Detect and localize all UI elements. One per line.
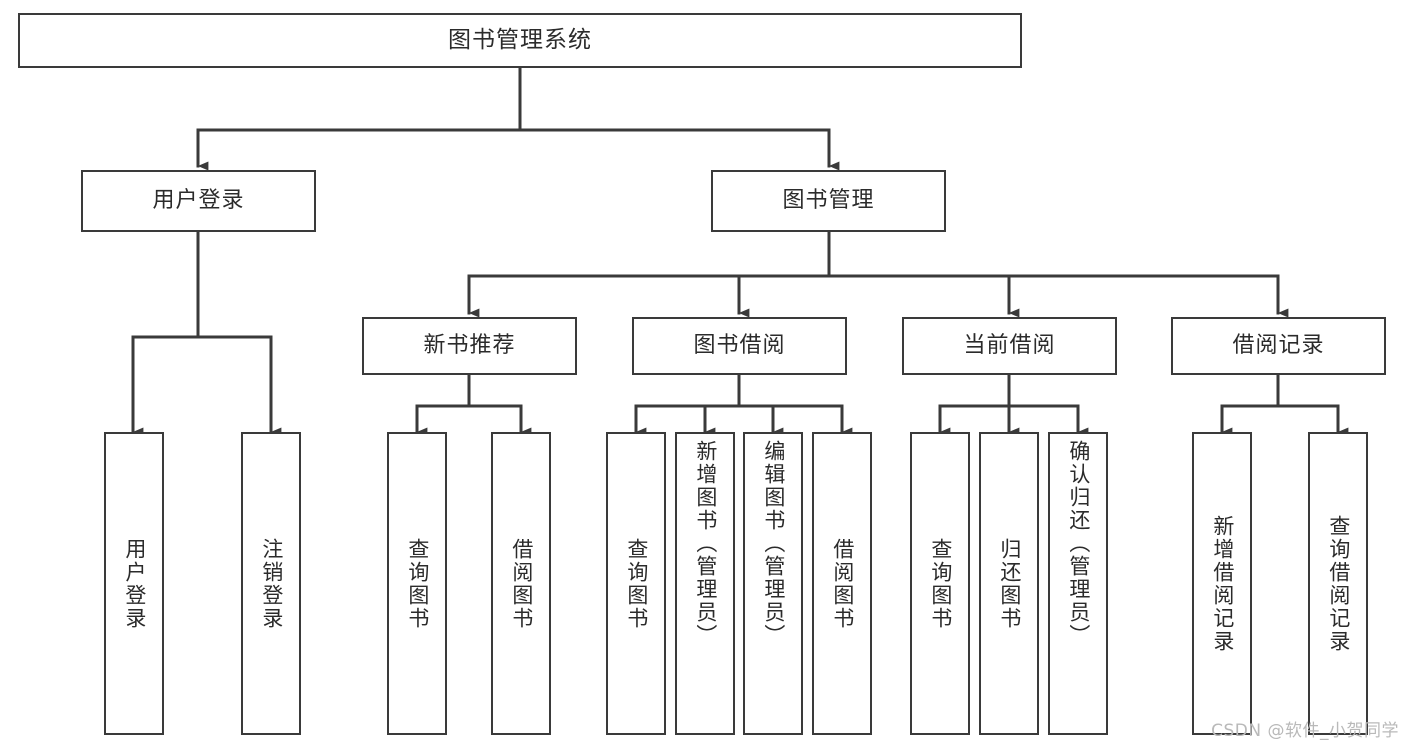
- leaf-label: 借阅图书: [830, 537, 855, 630]
- leaf-borrow-query-book[interactable]: 查询图书: [606, 432, 666, 735]
- leaf-new-book-borrow-book[interactable]: 借阅图书: [491, 432, 551, 735]
- node-label: 新书推荐: [423, 332, 516, 358]
- leaf-label: 编辑图书（管理员）: [761, 440, 786, 647]
- leaf-inner: 查询图书: [389, 434, 445, 733]
- node-new-book-recommend[interactable]: 新书推荐: [362, 317, 577, 375]
- leaf-inner: 确认归还（管理员）: [1050, 434, 1106, 739]
- leaf-inner: 查询图书: [608, 434, 664, 733]
- leaf-label: 查询借阅记录: [1326, 514, 1351, 653]
- leaf-inner: 注销登录: [243, 434, 299, 733]
- node-label: 图书管理系统: [448, 26, 592, 53]
- node-borrow-record[interactable]: 借阅记录: [1171, 317, 1386, 375]
- leaf-borrow-borrow-book[interactable]: 借阅图书: [812, 432, 872, 735]
- leaf-current-return-book[interactable]: 归还图书: [979, 432, 1039, 735]
- leaf-inner: 借阅图书: [493, 434, 549, 733]
- node-book-borrow[interactable]: 图书借阅: [632, 317, 847, 375]
- node-root-book-management-system[interactable]: 图书管理系统: [18, 13, 1022, 68]
- leaf-current-confirm-return-admin[interactable]: 确认归还（管理员）: [1048, 432, 1108, 735]
- leaf-user-login-logout[interactable]: 注销登录: [241, 432, 301, 735]
- leaf-borrow-edit-book-admin[interactable]: 编辑图书（管理员）: [743, 432, 803, 735]
- leaf-inner: 新增借阅记录: [1194, 434, 1250, 733]
- node-label: 图书借阅: [693, 332, 786, 358]
- leaf-label: 查询图书: [405, 537, 430, 630]
- leaf-inner: 借阅图书: [814, 434, 870, 733]
- leaf-label: 借阅图书: [509, 537, 534, 630]
- leaf-borrow-add-book-admin[interactable]: 新增图书（管理员）: [675, 432, 735, 735]
- leaf-label: 新增借阅记录: [1210, 514, 1235, 653]
- leaf-label: 用户登录: [122, 537, 147, 630]
- leaf-new-book-query-book[interactable]: 查询图书: [387, 432, 447, 735]
- leaf-record-add-borrow-record[interactable]: 新增借阅记录: [1192, 432, 1252, 735]
- node-label: 借阅记录: [1232, 332, 1325, 358]
- node-book-management[interactable]: 图书管理: [711, 170, 946, 232]
- leaf-label: 查询图书: [928, 537, 953, 630]
- leaf-inner: 查询图书: [912, 434, 968, 733]
- leaf-label: 归还图书: [997, 537, 1022, 630]
- node-current-borrow[interactable]: 当前借阅: [902, 317, 1117, 375]
- csdn-watermark: CSDN @软件_小贺同学: [1211, 721, 1399, 741]
- leaf-record-query-borrow-record[interactable]: 查询借阅记录: [1308, 432, 1368, 735]
- node-label: 当前借阅: [963, 332, 1056, 358]
- leaf-inner: 新增图书（管理员）: [677, 434, 733, 739]
- node-label: 用户登录: [152, 187, 245, 213]
- leaf-label: 注销登录: [259, 537, 284, 630]
- leaf-current-query-book[interactable]: 查询图书: [910, 432, 970, 735]
- leaf-inner: 归还图书: [981, 434, 1037, 733]
- leaf-inner: 用户登录: [106, 434, 162, 733]
- leaf-inner: 编辑图书（管理员）: [745, 434, 801, 739]
- leaf-label: 新增图书（管理员）: [693, 440, 718, 647]
- leaf-label: 查询图书: [624, 537, 649, 630]
- node-label: 图书管理: [782, 187, 875, 213]
- leaf-user-login-login[interactable]: 用户登录: [104, 432, 164, 735]
- leaf-inner: 查询借阅记录: [1310, 434, 1366, 733]
- node-user-login[interactable]: 用户登录: [81, 170, 316, 232]
- leaf-label: 确认归还（管理员）: [1066, 440, 1091, 647]
